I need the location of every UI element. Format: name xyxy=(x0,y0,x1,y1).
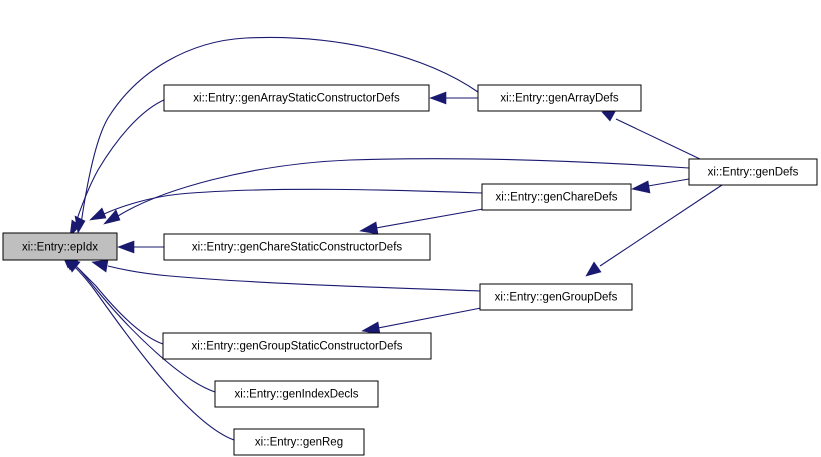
node-box[interactable] xyxy=(162,332,432,360)
node-label: xi::Entry::genChareStaticConstructorDefs xyxy=(192,242,403,254)
node-box[interactable] xyxy=(2,232,118,261)
node-label: xi::Entry::genGroupStaticConstructorDefs xyxy=(192,341,403,353)
node-genArrayDefs[interactable]: xi::Entry::genArrayDefs xyxy=(477,84,642,112)
node-genChareStaticConstructorDefs[interactable]: xi::Entry::genChareStaticConstructorDefs xyxy=(163,233,431,261)
edge-genGroupDefs-to-epIdx xyxy=(91,259,481,292)
arrow-head-icon xyxy=(91,259,109,273)
edge-genDefs-to-epIdx xyxy=(103,158,690,225)
edge-line xyxy=(375,208,484,229)
arrow-head-icon xyxy=(429,91,447,105)
node-box[interactable] xyxy=(481,183,632,211)
node-label: xi::Entry::genArrayDefs xyxy=(500,93,618,105)
edge-genArrayDefs-to-genArrayStaticConstructorDefs xyxy=(429,91,478,105)
node-genArrayStaticConstructorDefs[interactable]: xi::Entry::genArrayStaticConstructorDefs xyxy=(163,84,430,112)
edge-line xyxy=(107,265,481,292)
arrow-head-icon xyxy=(74,215,86,234)
edge-line xyxy=(117,158,690,217)
edge-genDefs-to-genGroupDefs xyxy=(585,184,723,277)
edge-genChareDefs-to-genChareStaticConstructorDefs xyxy=(359,208,484,235)
arrow-head-icon xyxy=(89,207,107,221)
node-label: xi::Entry::genChareDefs xyxy=(495,192,617,204)
arrow-head-icon xyxy=(585,261,602,277)
node-box[interactable] xyxy=(233,428,365,456)
arrow-head-icon xyxy=(361,321,381,335)
edge-line xyxy=(103,188,483,215)
node-box[interactable] xyxy=(214,380,379,408)
arrow-head-icon xyxy=(631,180,651,194)
edge-genChareDefs-to-epIdx xyxy=(89,188,483,221)
edge-line xyxy=(647,178,690,187)
arrow-head-icon xyxy=(117,240,135,254)
edge-layer xyxy=(61,36,723,441)
node-box[interactable] xyxy=(163,233,431,261)
edge-line xyxy=(377,307,482,329)
arrow-head-icon xyxy=(359,221,379,235)
node-epIdx[interactable]: xi::Entry::epIdx xyxy=(2,232,118,261)
arrow-head-icon xyxy=(103,209,121,225)
node-label: xi::Entry::epIdx xyxy=(22,242,98,254)
node-box[interactable] xyxy=(479,283,633,311)
node-box[interactable] xyxy=(163,84,430,112)
arrow-head-icon xyxy=(601,109,617,122)
node-box[interactable] xyxy=(688,158,818,186)
node-layer: xi::Entry::epIdx xi::Entry::genArrayStat… xyxy=(2,84,818,456)
node-label: xi::Entry::genReg xyxy=(255,437,343,449)
edge-genArrayDefs-to-epIdx xyxy=(74,36,479,234)
edge-line xyxy=(73,98,167,229)
edge-genDefs-to-genChareDefs xyxy=(631,178,690,194)
node-genIndexDecls[interactable]: xi::Entry::genIndexDecls xyxy=(214,380,379,408)
node-label: xi::Entry::genGroupDefs xyxy=(495,292,618,304)
edge-line xyxy=(71,263,235,441)
edge-genDefs-to-genArrayDefs xyxy=(601,109,701,160)
edge-line xyxy=(75,265,216,393)
edge-genChareStaticConstructorDefs-to-epIdx xyxy=(117,240,164,254)
node-genChareDefs[interactable]: xi::Entry::genChareDefs xyxy=(481,183,632,211)
node-label: xi::Entry::genDefs xyxy=(708,167,799,179)
node-label: xi::Entry::genIndexDecls xyxy=(234,389,358,401)
edge-line xyxy=(77,267,164,345)
edge-genGroupDefs-to-genGroupStaticConstructorDefs xyxy=(361,307,482,335)
node-genGroupStaticConstructorDefs[interactable]: xi::Entry::genGroupStaticConstructorDefs xyxy=(162,332,432,360)
node-genDefs[interactable]: xi::Entry::genDefs xyxy=(688,158,818,186)
edge-line xyxy=(599,184,723,267)
edge-line xyxy=(80,36,479,225)
node-box[interactable] xyxy=(477,84,642,112)
node-genReg[interactable]: xi::Entry::genReg xyxy=(233,428,365,456)
edge-line xyxy=(615,118,701,160)
node-label: xi::Entry::genArrayStaticConstructorDefs xyxy=(193,93,400,105)
node-genGroupDefs[interactable]: xi::Entry::genGroupDefs xyxy=(479,283,633,311)
